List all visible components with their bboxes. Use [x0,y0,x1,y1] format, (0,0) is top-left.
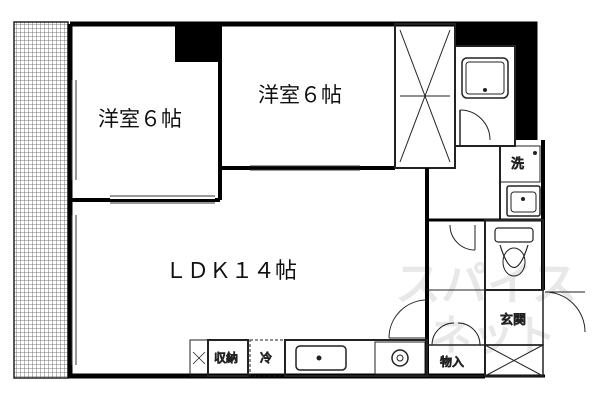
room-label-ldk: ＬＤＫ１４帖 [165,259,297,284]
room-label-western-left: 洋室６帖 [98,107,182,131]
watermark-line2: ネット [430,311,556,360]
bathroom [454,45,516,147]
watermark-line1: スパイス [395,257,578,311]
pillar-top-left [175,24,220,62]
entrance-area: 玄関 物入 [388,220,586,377]
balcony [13,21,69,379]
kitchen-counter: 収納 冷 [189,339,428,377]
western-room-right: 洋室６帖 [220,83,395,171]
western-room-left: 洋室６帖 [70,24,222,204]
room-label-western-right: 洋室６帖 [258,83,342,107]
closet-label: 物入 [440,355,464,369]
washer-label: 洗 [511,157,524,172]
storage-label: 収納 [214,351,238,365]
entrance-label: 玄関 [500,313,526,328]
closet-x [394,23,456,169]
pillar-right [515,24,537,140]
ldk-room: ＬＤＫ１４帖 [71,215,297,365]
fridge-label: 冷 [260,351,272,365]
